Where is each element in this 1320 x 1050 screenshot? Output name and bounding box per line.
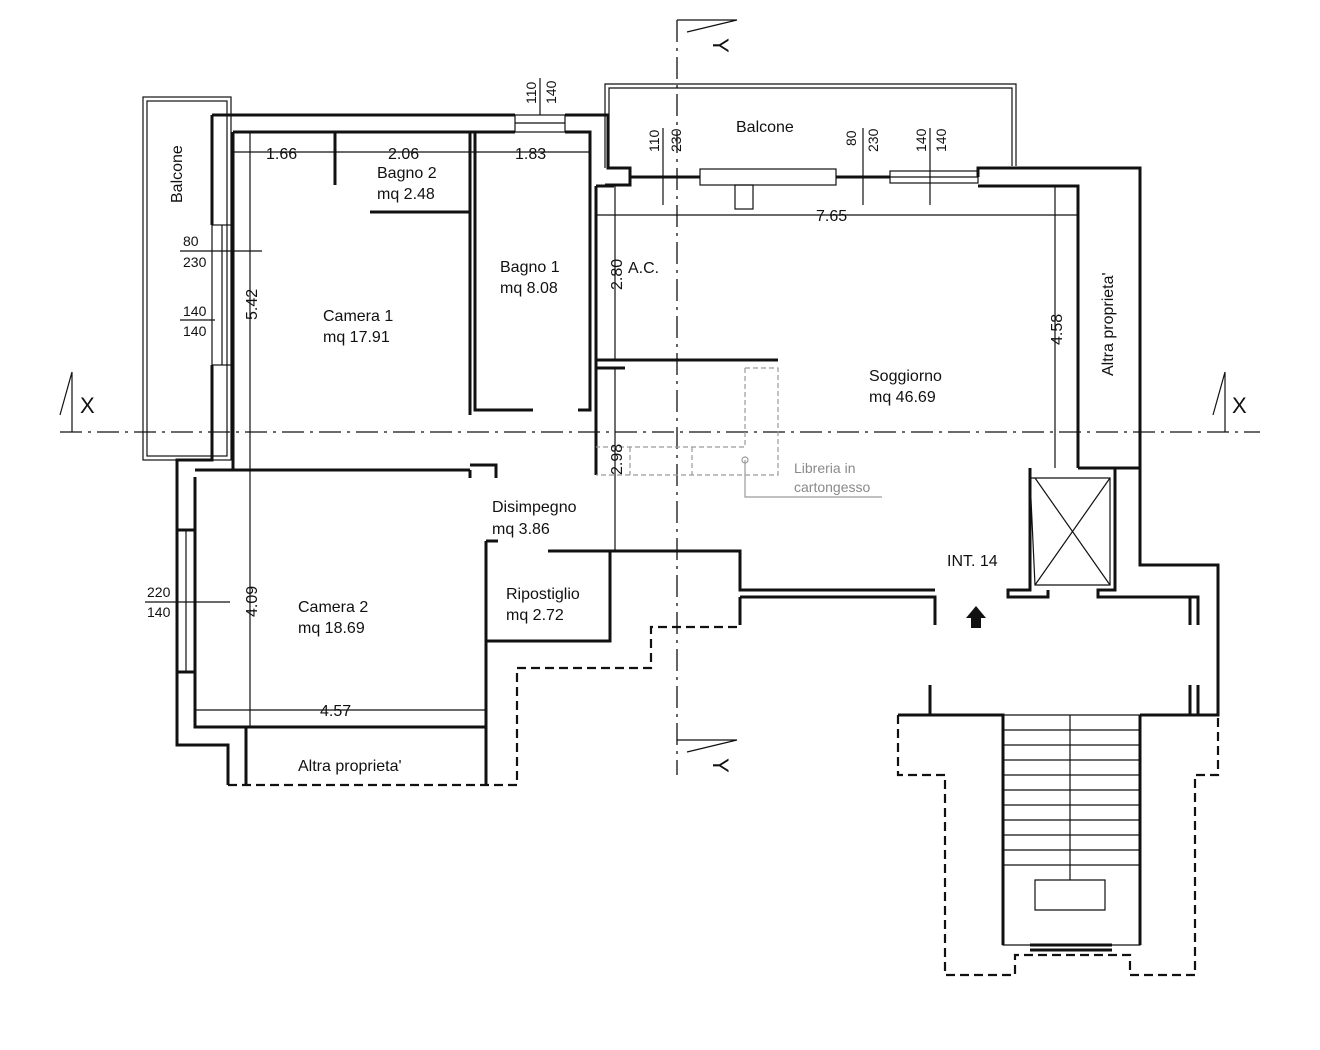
opening-left-b-w: 140 xyxy=(183,303,207,319)
camera1-name: Camera 1 xyxy=(323,308,393,325)
int-label: INT. 14 xyxy=(947,553,998,570)
libreria-label-1: Libreria in xyxy=(794,460,855,476)
opening-top-c-h: 230 xyxy=(865,128,881,152)
bagno2-area: mq 2.48 xyxy=(377,186,435,203)
opening-left-c-w: 220 xyxy=(147,584,171,600)
bagno1-name: Bagno 1 xyxy=(500,259,560,276)
opening-left-b-h: 140 xyxy=(183,323,207,339)
section-y-bottom: Y xyxy=(708,758,733,773)
balcone-top-label: Balcone xyxy=(736,119,794,136)
dim-166: 1.66 xyxy=(266,146,297,163)
camera2-area: mq 18.69 xyxy=(298,620,365,637)
interior-walls xyxy=(333,132,1220,717)
stair-well xyxy=(898,713,1218,952)
dim-542: 5.42 xyxy=(244,289,261,320)
dim-183: 1.83 xyxy=(515,146,546,163)
section-x-left: X xyxy=(80,393,95,418)
property-boundary xyxy=(228,186,1220,977)
disimpegno-name: Disimpegno xyxy=(492,499,577,516)
section-y-top: Y xyxy=(708,38,733,53)
altra-proprieta-bottom: Altra proprieta' xyxy=(298,758,402,775)
dim-206: 2.06 xyxy=(388,146,419,163)
opening-top-a-h: 140 xyxy=(543,80,559,104)
opening-left-a-w: 80 xyxy=(183,233,199,249)
soggiorno-name: Soggiorno xyxy=(869,368,942,385)
dim-298: 2.98 xyxy=(609,444,626,475)
balcony-top xyxy=(604,83,1017,168)
bagno2-name: Bagno 2 xyxy=(377,165,437,182)
dim-458: 4.58 xyxy=(1049,314,1066,345)
ripostiglio-name: Ripostiglio xyxy=(506,586,580,603)
bagno1-area: mq 8.08 xyxy=(500,280,558,297)
libreria-label-2: cartongesso xyxy=(794,479,870,495)
entrance-arrow-icon xyxy=(966,606,986,628)
ac-label: A.C. xyxy=(628,260,659,277)
balcony-left xyxy=(142,96,232,461)
dim-457: 4.57 xyxy=(320,703,351,720)
disimpegno-area: mq 3.86 xyxy=(492,521,550,538)
opening-top-a-w: 110 xyxy=(523,81,539,104)
windows xyxy=(176,114,979,673)
dim-409: 4.09 xyxy=(244,586,261,617)
opening-top-d-h: 140 xyxy=(933,128,949,152)
section-lines xyxy=(59,19,1260,775)
balcone-left-label: Balcone xyxy=(169,145,186,203)
soggiorno-area: mq 46.69 xyxy=(869,389,936,406)
opening-top-d-w: 140 xyxy=(913,128,929,152)
bookshelf-outline xyxy=(596,367,882,498)
ripostiglio-area: mq 2.72 xyxy=(506,607,564,624)
opening-top-c-w: 80 xyxy=(843,130,859,146)
opening-top-b-h: 230 xyxy=(668,128,684,152)
dimension-lines xyxy=(145,78,1078,727)
camera1-area: mq 17.91 xyxy=(323,329,390,346)
opening-top-b-w: 110 xyxy=(646,129,662,152)
dim-765: 7.65 xyxy=(816,208,847,225)
opening-left-c-h: 140 xyxy=(147,604,171,620)
section-x-right: X xyxy=(1232,393,1247,418)
opening-left-a-h: 230 xyxy=(183,254,207,270)
dim-280: 2.80 xyxy=(609,259,626,290)
altra-proprieta-right: Altra proprieta' xyxy=(1100,272,1117,376)
camera2-name: Camera 2 xyxy=(298,599,368,616)
